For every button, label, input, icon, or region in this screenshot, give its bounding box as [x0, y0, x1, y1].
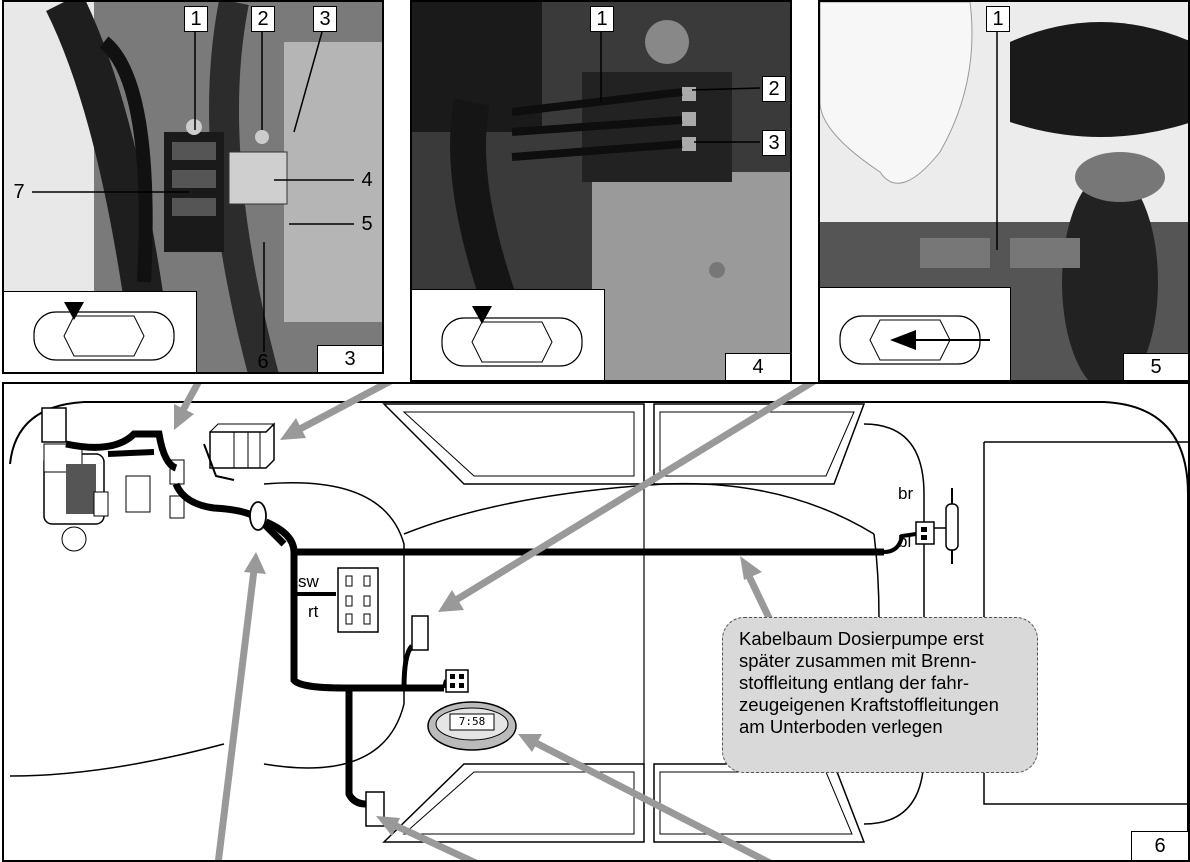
label-1: 1 — [184, 6, 208, 32]
photo-panel-4: 1 2 3 4 — [410, 0, 792, 382]
wire-label-bl: bl — [898, 532, 912, 551]
wire-label-br: br — [898, 484, 914, 503]
label-4: 4 — [361, 169, 373, 191]
figure-number-3: 3 — [317, 345, 382, 372]
callout-line-3: stoffleitung entlang der fahr- — [739, 672, 970, 693]
label-2: 2 — [762, 76, 786, 102]
grommet-icon — [249, 501, 267, 531]
wire-label-rt: rt — [308, 602, 319, 621]
label-5: 5 — [361, 213, 373, 235]
label-2: 2 — [251, 6, 275, 32]
figure-number-5: 5 — [1123, 353, 1188, 380]
callout-line-4: zeugeigenen Kraftstoffleitungen — [739, 694, 999, 715]
photo-panel-3: 1 2 3 4 5 6 7 3 — [2, 0, 384, 374]
callout-line-1: Kabelbaum Dosierpumpe erst — [739, 628, 984, 649]
fuse-connector-icon — [411, 615, 429, 651]
wiring-diagram-panel-6: sw rt br bl 7:58 6 — [2, 382, 1190, 862]
car-topview-icon — [33, 302, 175, 361]
callout-note: Kabelbaum Dosierpumpe erst später zusamm… — [722, 617, 1038, 773]
dosing-pump-icon — [915, 488, 959, 564]
car-location-inset-3 — [4, 291, 197, 372]
label-3: 3 — [313, 6, 337, 32]
label-3: 3 — [762, 130, 786, 156]
figure-number-4: 4 — [725, 353, 790, 380]
fuse-holder-icon — [125, 475, 151, 513]
figure-number-6: 6 — [1131, 831, 1188, 860]
car-location-inset-4 — [412, 289, 605, 380]
leader-lines-3 — [32, 31, 354, 352]
car-location-inset-5 — [820, 287, 1011, 380]
photo-panel-5: 1 5 — [818, 0, 1190, 382]
relay-socket-icon — [337, 567, 379, 633]
label-7: 7 — [13, 181, 25, 203]
connector-6pin-icon — [41, 407, 67, 443]
timer-clock-icon — [427, 701, 517, 751]
battery-icon — [209, 422, 275, 469]
callout-line-5: am Unterboden verlegen — [739, 716, 943, 737]
leader-lines-4 — [600, 32, 761, 143]
label-1: 1 — [986, 6, 1010, 32]
label-6: 6 — [257, 351, 269, 373]
leader-lines-5 — [996, 32, 998, 250]
car-topview-icon — [441, 306, 583, 367]
timer-display: 7:58 — [458, 715, 486, 728]
connector-4pin-icon — [445, 669, 469, 693]
pointer-arrows — [174, 384, 816, 860]
label-1: 1 — [590, 6, 614, 32]
wire-label-sw: sw — [298, 572, 319, 591]
heater-unit-icon — [43, 443, 105, 552]
callout-line-2: später zusammen mit Brenn- — [739, 650, 977, 671]
car-topview-icon — [839, 315, 990, 365]
vehicle-outline-diagram — [9, 384, 1188, 860]
